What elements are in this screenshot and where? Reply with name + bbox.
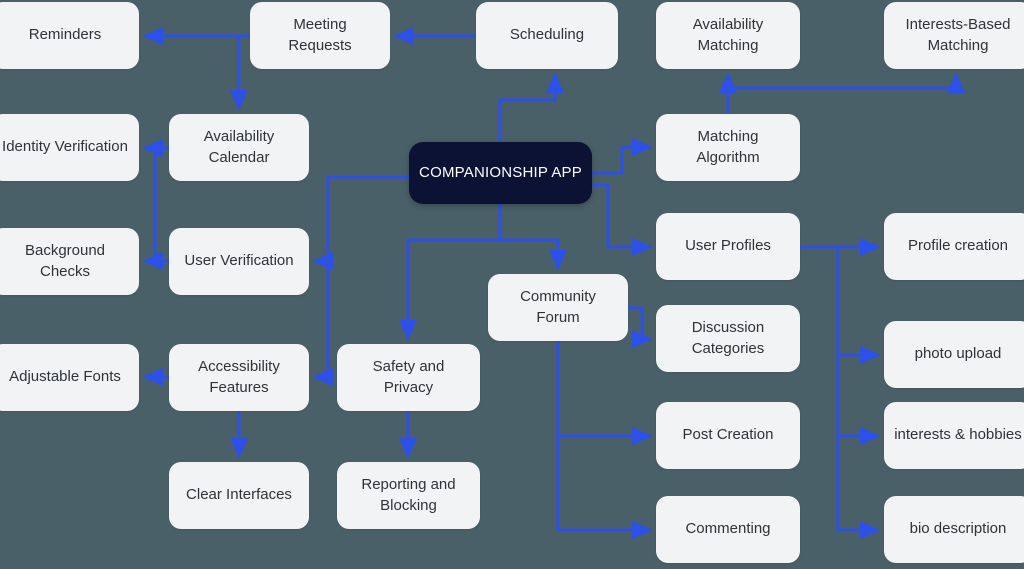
node-label: interests & hobbies bbox=[894, 426, 1022, 444]
node-label: Interests-Based Matching bbox=[905, 16, 1011, 54]
edge-app-to-matching-algorithm bbox=[592, 138, 653, 175]
node-adjustable-fonts[interactable]: Adjustable Fonts bbox=[0, 344, 139, 411]
node-label: User Profiles bbox=[685, 237, 771, 255]
node-label: Discussion Categories bbox=[691, 319, 765, 357]
node-safety-and-privacy[interactable]: Safety and Privacy bbox=[337, 344, 480, 411]
edge-user-verification-to-identity-verification bbox=[142, 139, 169, 263]
node-user-verification[interactable]: User Verification bbox=[169, 228, 309, 295]
edge-user-profiles-to-interests-hobbies bbox=[836, 355, 881, 445]
edge-user-profiles-to-photo-upload bbox=[836, 247, 881, 364]
edge-app-to-accessibility-features bbox=[312, 177, 333, 386]
node-commenting[interactable]: Commenting bbox=[656, 496, 800, 563]
node-matching-algorithm[interactable]: Matching Algorithm bbox=[656, 114, 800, 181]
node-reminders[interactable]: Reminders bbox=[0, 2, 139, 69]
node-label: Adjustable Fonts bbox=[9, 368, 121, 386]
node-profile-creation[interactable]: Profile creation bbox=[884, 213, 1024, 280]
edge-community-forum-to-post-creation bbox=[556, 341, 653, 445]
node-bio-description[interactable]: bio description bbox=[884, 496, 1024, 563]
node-clear-interfaces[interactable]: Clear Interfaces bbox=[169, 462, 309, 529]
node-label: Profile creation bbox=[907, 237, 1009, 255]
edge-matching-algorithm-to-interests-based-matching bbox=[728, 72, 965, 93]
node-background-checks[interactable]: Background Checks bbox=[0, 228, 139, 295]
node-label: User Verification bbox=[184, 252, 294, 270]
node-accessibility-features[interactable]: Accessibility Features bbox=[169, 344, 309, 411]
edge-community-forum-to-commenting bbox=[556, 436, 653, 539]
edge-app-to-user-verification bbox=[312, 175, 409, 270]
node-photo-upload[interactable]: photo upload bbox=[884, 321, 1024, 388]
node-label: Post Creation bbox=[682, 426, 774, 444]
node-community-forum[interactable]: Community Forum bbox=[488, 274, 628, 341]
node-availability-calendar[interactable]: Availability Calendar bbox=[169, 114, 309, 181]
edge-app-to-scheduling bbox=[498, 72, 564, 142]
node-label: COMPANIONSHIP APP bbox=[419, 163, 582, 181]
node-label: Availability Matching bbox=[692, 16, 764, 54]
node-label: Reporting and Blocking bbox=[361, 476, 456, 514]
node-interests-based-matching[interactable]: Interests-Based Matching bbox=[884, 2, 1024, 69]
node-companionship-app[interactable]: COMPANIONSHIP APP bbox=[409, 142, 592, 204]
node-discussion-categories[interactable]: Discussion Categories bbox=[656, 305, 800, 372]
node-label: photo upload bbox=[914, 345, 1002, 363]
edge-app-to-safety-and-privacy bbox=[399, 204, 502, 341]
edge-community-forum-to-discussion-categories bbox=[628, 306, 653, 348]
node-label: Background Checks bbox=[24, 242, 106, 280]
node-label: Meeting Requests bbox=[288, 16, 352, 54]
edge-app-to-user-profiles bbox=[592, 183, 653, 256]
node-reporting-and-blocking[interactable]: Reporting and Blocking bbox=[337, 462, 480, 529]
node-availability-matching[interactable]: Availability Matching bbox=[656, 2, 800, 69]
node-label: Reminders bbox=[28, 26, 102, 44]
node-label: Clear Interfaces bbox=[186, 486, 292, 504]
node-label: Scheduling bbox=[509, 26, 585, 44]
node-post-creation[interactable]: Post Creation bbox=[656, 402, 800, 469]
node-interests-hobbies[interactable]: interests & hobbies bbox=[884, 402, 1024, 469]
node-identity-verification[interactable]: Identity Verification bbox=[0, 114, 139, 181]
node-label: Availability Calendar bbox=[203, 128, 275, 166]
node-scheduling[interactable]: Scheduling bbox=[476, 2, 618, 69]
node-label: Commenting bbox=[685, 520, 771, 538]
node-label: Community Forum bbox=[520, 288, 596, 326]
node-label: Identity Verification bbox=[2, 138, 128, 156]
node-label: Safety and Privacy bbox=[372, 358, 445, 396]
node-label: Matching Algorithm bbox=[696, 128, 760, 166]
node-label: Accessibility Features bbox=[198, 358, 280, 396]
edge-app-to-community-forum bbox=[500, 238, 567, 271]
edge-user-profiles-to-bio-description bbox=[836, 436, 881, 539]
node-label: bio description bbox=[909, 520, 1007, 538]
node-meeting-requests[interactable]: Meeting Requests bbox=[250, 2, 390, 69]
node-user-profiles[interactable]: User Profiles bbox=[656, 213, 800, 280]
